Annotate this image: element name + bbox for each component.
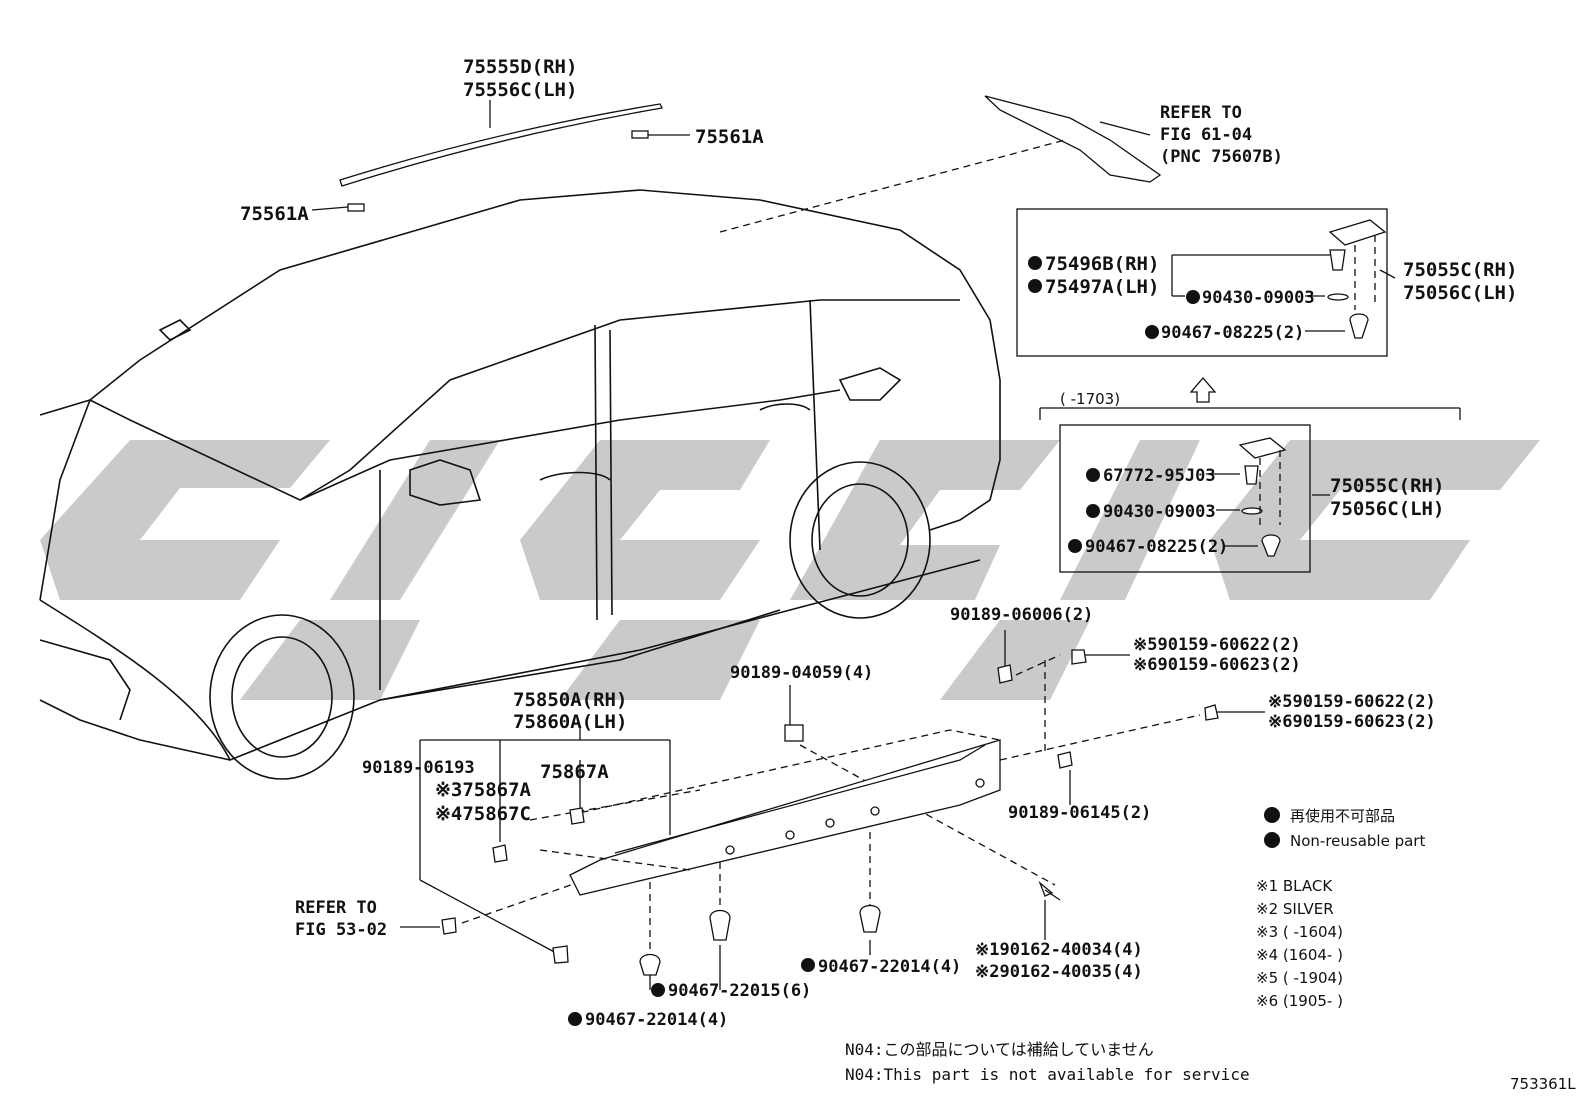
label-moulding-rh: 75555D(RH) xyxy=(463,56,577,78)
label-75850: 75850A(RH) xyxy=(513,689,627,711)
diagram-id: 753361L xyxy=(1510,1075,1576,1093)
label-pnc: (PNC 75607B) xyxy=(1160,147,1283,167)
label-75867a-1: ※375867A xyxy=(435,779,532,801)
dot-icon xyxy=(1145,325,1159,339)
legend-en: Non-reusable part xyxy=(1290,832,1425,850)
dot-icon xyxy=(651,983,665,997)
label-refer-to: REFER TO xyxy=(1160,103,1242,123)
fasteners xyxy=(441,649,1219,976)
dot-icon xyxy=(1028,279,1042,293)
label-m6-2: ※690159-60623(2) xyxy=(1268,712,1436,732)
legend-dot-1 xyxy=(1264,807,1280,823)
dot-icon xyxy=(801,958,815,972)
dot-icon xyxy=(1068,539,1082,553)
legend-jp: 再使用不可部品 xyxy=(1290,807,1395,825)
label-90189-06145: 90189-06145(2) xyxy=(1008,803,1151,823)
label-75867a-2: 75867A xyxy=(540,761,609,783)
label-box2-67772: 67772-95J03 xyxy=(1103,466,1216,486)
label-box2-90430: 90430-09003 xyxy=(1103,502,1216,522)
dot-icon xyxy=(1086,504,1100,518)
label-22014-a: 90467-22014(4) xyxy=(818,957,961,977)
label-box1-75055: 75055C(RH) xyxy=(1403,259,1517,281)
label-moulding-lh: 75556C(LH) xyxy=(463,79,577,101)
label-m5-2: ※590159-60622(2) xyxy=(1268,692,1436,712)
label-40034: ※190162-40034(4) xyxy=(975,940,1143,960)
key-6: ※6 (1905- ) xyxy=(1256,992,1343,1010)
dot-icon xyxy=(1086,468,1100,482)
label-m6-1: ※690159-60623(2) xyxy=(1133,655,1301,675)
label-box1-75496: 75496B(RH) xyxy=(1045,253,1159,275)
label-box1-75497: 75497A(LH) xyxy=(1045,276,1159,298)
dot-icon xyxy=(1186,290,1200,304)
label-box2-75056: 75056C(LH) xyxy=(1330,498,1444,520)
detail-box-2 xyxy=(1059,424,1311,573)
car-outline xyxy=(39,189,1001,780)
note-jp: N04:この部品については補給していません xyxy=(845,1040,1154,1059)
leader-lines xyxy=(311,100,1461,990)
arrow-up-icon xyxy=(1189,377,1217,403)
label-75867c: ※475867C xyxy=(435,803,531,825)
spoiler-part xyxy=(984,95,1162,183)
watermark-logo xyxy=(40,440,1540,700)
label-22015: 90467-22015(6) xyxy=(668,981,811,1001)
label-90189-06193: 90189-06193 xyxy=(362,758,475,778)
key-3: ※3 ( -1604) xyxy=(1256,923,1343,941)
note-en: N04:This part is not available for servi… xyxy=(845,1065,1250,1084)
key-1: ※1 BLACK xyxy=(1256,877,1333,895)
label-40035: ※290162-40035(4) xyxy=(975,962,1143,982)
key-5: ※5 ( -1904) xyxy=(1256,969,1343,987)
label-clip-top: 75561A xyxy=(695,126,764,148)
label-refer-to-2: REFER TO xyxy=(295,898,377,918)
detail-box-1 xyxy=(1016,208,1388,357)
rocker-moulding xyxy=(529,729,1001,896)
label-fig-53-02: FIG 53-02 xyxy=(295,920,387,940)
label-90189-06006: 90189-06006(2) xyxy=(950,605,1093,625)
roof-moulding xyxy=(339,103,663,212)
label-clip-left: 75561A xyxy=(240,203,309,225)
label-box2-90467: 90467-08225(2) xyxy=(1085,537,1228,557)
label-range-1703: ( -1703) xyxy=(1060,390,1120,408)
dot-icon xyxy=(568,1012,582,1026)
label-22014-b: 90467-22014(4) xyxy=(585,1010,728,1030)
box1-parts xyxy=(1327,219,1387,339)
label-fig-61-04: FIG 61-04 xyxy=(1160,125,1252,145)
label-m5-1: ※590159-60622(2) xyxy=(1133,635,1301,655)
label-box1-90430: 90430-09003 xyxy=(1202,288,1315,308)
key-4: ※4 (1604- ) xyxy=(1256,946,1343,964)
label-box1-90467: 90467-08225(2) xyxy=(1161,323,1304,343)
dot-icon xyxy=(1028,256,1042,270)
label-box2-75055: 75055C(RH) xyxy=(1330,475,1444,497)
label-75860: 75860A(LH) xyxy=(513,711,627,733)
label-90189-04059: 90189-04059(4) xyxy=(730,663,873,683)
box2-parts xyxy=(1238,437,1287,557)
label-box1-75056: 75056C(LH) xyxy=(1403,282,1517,304)
legend-dot-2 xyxy=(1264,832,1280,848)
key-2: ※2 SILVER xyxy=(1256,900,1334,918)
